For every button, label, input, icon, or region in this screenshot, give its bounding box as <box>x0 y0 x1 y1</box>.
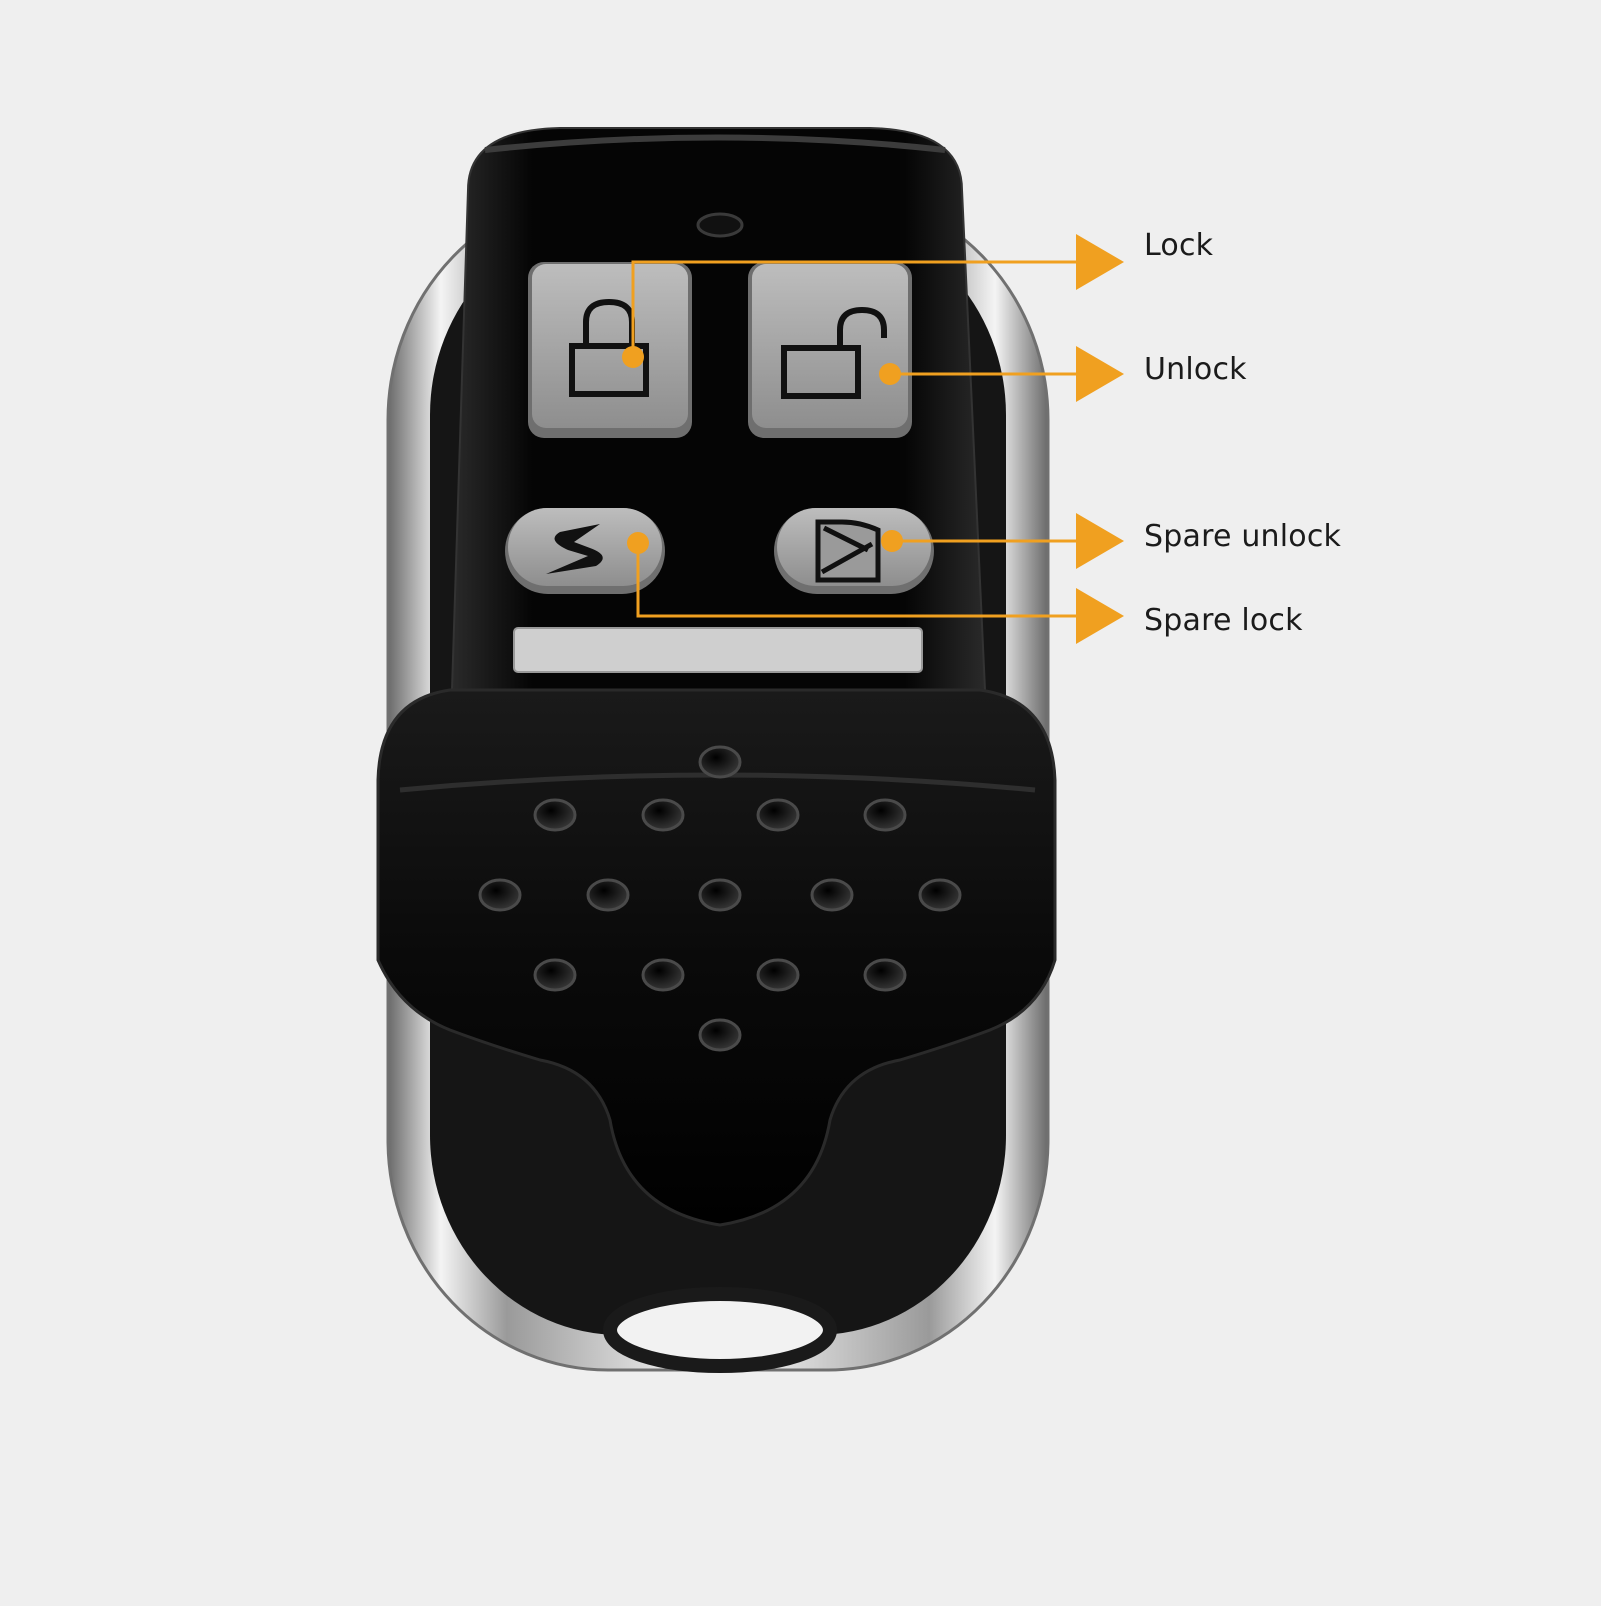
callout-label-spare-lock: Spare lock <box>1144 603 1303 638</box>
speaker-grille <box>478 745 962 1052</box>
lock-button[interactable] <box>528 262 692 438</box>
closed-padlock-icon <box>569 298 649 397</box>
spare-lock-button[interactable] <box>505 508 665 594</box>
arrow-unlock <box>1076 346 1124 402</box>
arrow-spare-lock <box>1076 588 1124 644</box>
lightning-bolt-icon <box>546 524 603 574</box>
led-indicator <box>696 212 744 238</box>
spare-unlock-button[interactable] <box>774 508 934 594</box>
keyring-hole <box>603 1287 837 1373</box>
callout-dots <box>622 346 903 554</box>
battery-strip <box>513 627 923 673</box>
callout-label-spare-unlock: Spare unlock <box>1144 519 1342 554</box>
arrow-lock <box>1076 234 1124 290</box>
arrow-spare-unlock <box>1076 513 1124 569</box>
callout-arrows <box>1076 234 1124 644</box>
car-door-icon <box>815 519 881 583</box>
callout-label-unlock: Unlock <box>1144 352 1247 387</box>
callout-label-lock: Lock <box>1144 228 1214 263</box>
callout-lines <box>631 260 1080 618</box>
unlock-button[interactable] <box>748 262 912 438</box>
open-padlock-icon <box>781 306 887 399</box>
